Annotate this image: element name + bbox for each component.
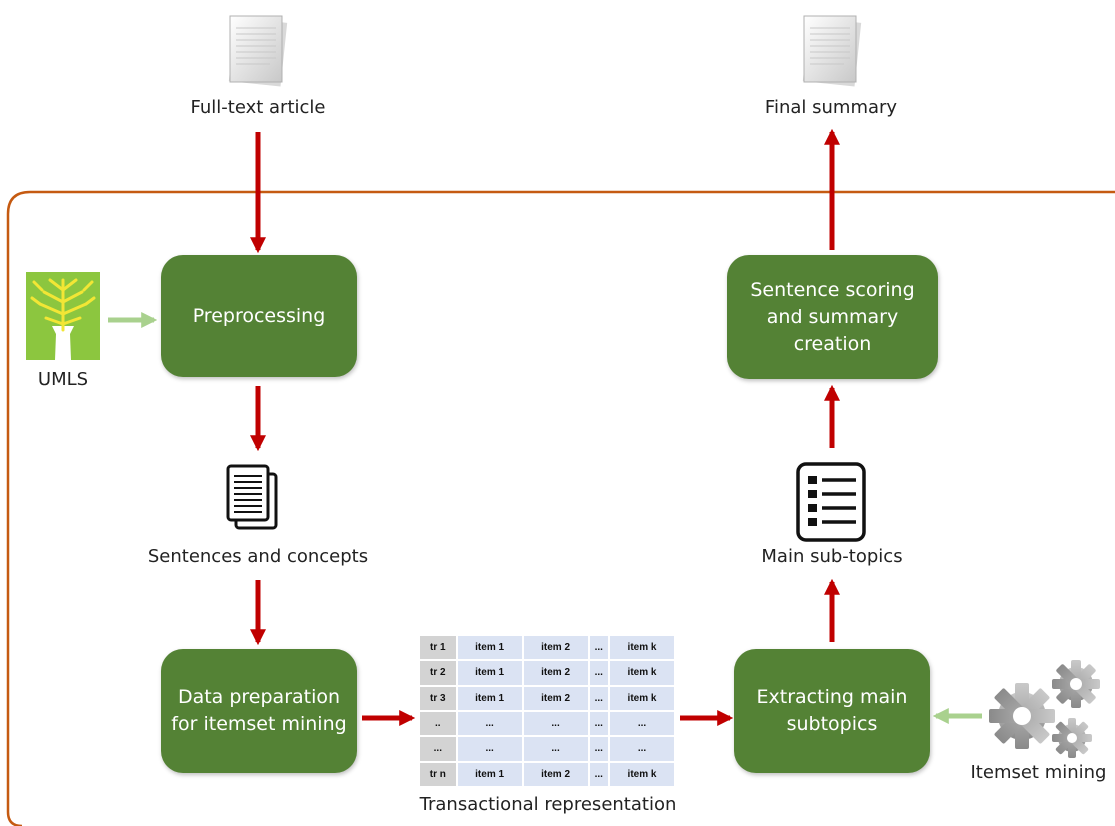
document-stack-icon [802,15,862,87]
item-cell: ... [523,711,588,736]
transaction-id-cell: ... [420,737,456,761]
table-row: ............... [420,737,674,761]
item-cell: ... [457,737,522,761]
item-cell: ... [589,762,608,786]
item-cell: ... [589,661,608,685]
item-cell: item 2 [523,762,588,786]
sentences-and-concepts-label: Sentences and concepts [147,546,369,567]
preprocessing-box: Preprocessing [161,255,357,377]
item-cell: ... [589,711,608,736]
item-cell: item 1 [457,762,522,786]
item-cell: item k [610,686,674,710]
full-text-article-label: Full-text article [190,97,326,118]
item-cell: item 2 [523,636,588,660]
data-preparation-box: Data preparation for itemset mining [161,649,357,773]
checklist-icon [796,462,866,542]
item-cell: item 2 [523,661,588,685]
flow-arrows [249,128,841,727]
item-cell: item k [610,636,674,660]
item-cell: ... [610,737,674,761]
final-summary-label: Final summary [764,97,898,118]
sentence-scoring-box: Sentence scoring and summary creation [727,255,938,379]
item-cell: ... [610,711,674,736]
pipeline-frame [6,190,1115,826]
item-cell: ... [523,737,588,761]
transaction-id-cell: tr 3 [420,686,456,710]
main-subtopics-label: Main sub-topics [761,546,903,567]
item-cell: item k [610,661,674,685]
document-stack-icon [228,15,288,87]
umls-label: UMLS [37,369,89,390]
item-cell: item 1 [457,686,522,710]
item-cell: item 2 [523,686,588,710]
item-cell: item 1 [457,661,522,685]
umls-tree-icon [26,272,100,360]
itemset-mining-label: Itemset mining [970,762,1107,783]
item-cell: ... [589,737,608,761]
item-cell: ... [457,711,522,736]
table-row: .............. [420,711,674,736]
transaction-id-cell: tr 2 [420,661,456,685]
item-cell: item k [610,762,674,786]
gears-icon [989,660,1100,758]
input-arrows [108,311,982,725]
extracting-subtopics-box: Extracting main subtopics [734,649,930,773]
item-cell: ... [589,686,608,710]
transactional-representation-label: Transactional representation [419,794,677,815]
transaction-id-cell: .. [420,711,456,736]
item-cell: item 1 [457,636,522,660]
item-cell: ... [589,636,608,660]
transaction-id-cell: tr 1 [420,636,456,660]
document-pages-icon [226,464,278,530]
transaction-id-cell: tr n [420,762,456,786]
